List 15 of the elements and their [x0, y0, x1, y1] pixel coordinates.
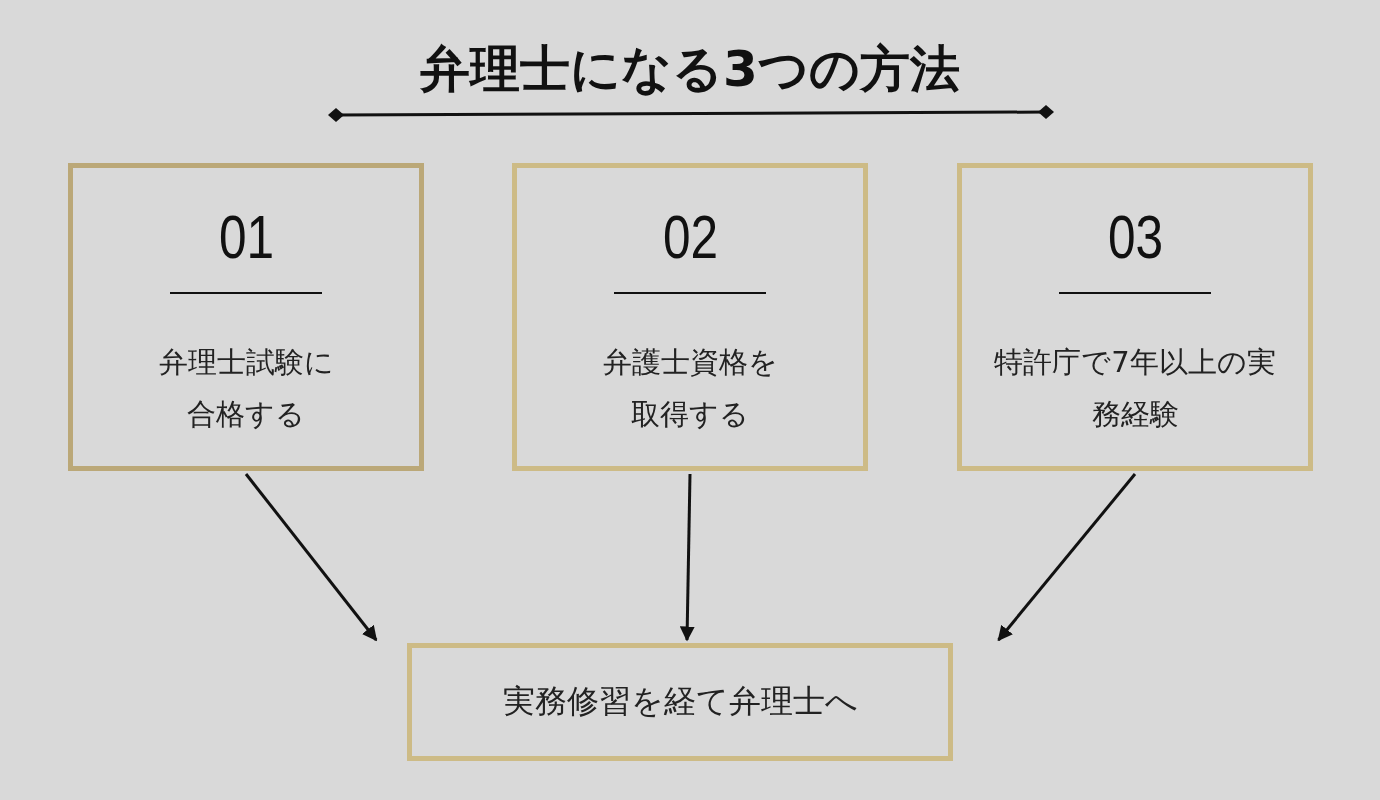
- arrow: [997, 473, 1137, 642]
- arrow: [679, 473, 695, 642]
- step-description: 弁理士試験に合格する: [157, 344, 335, 433]
- step-box: [68, 163, 424, 471]
- step-box: [957, 163, 1313, 471]
- step-number: 02: [662, 206, 718, 268]
- step-description: 弁護士資格を取得する: [601, 344, 779, 433]
- step-description: 特許庁で7年以上の実務経験: [993, 344, 1277, 433]
- arrow: [244, 473, 378, 642]
- step-box: [512, 163, 868, 471]
- title: 弁理士になる3つの方法: [419, 39, 961, 100]
- result-text: 実務修習を経て弁理士へ: [502, 681, 858, 722]
- step-number: 01: [218, 206, 274, 268]
- result-box: [407, 643, 953, 761]
- step-number: 03: [1107, 206, 1163, 268]
